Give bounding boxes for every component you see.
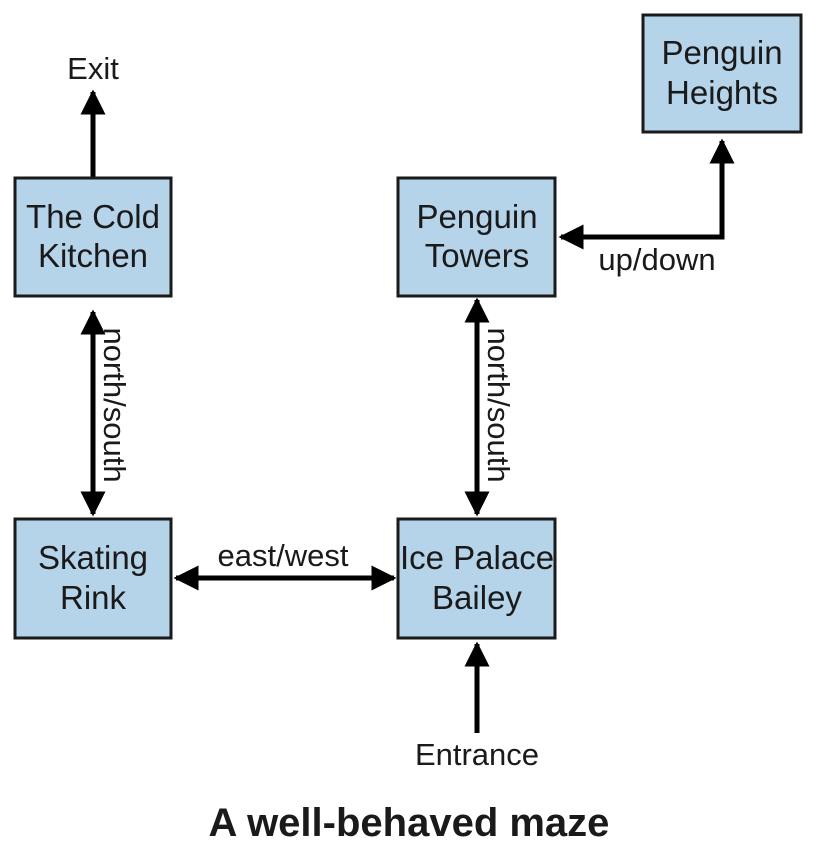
north-south-left-label: north/south [97,327,132,482]
room-ice-palace-line-1: Ice Palace [400,539,554,576]
room-penguin-heights-line-2: Heights [666,74,778,111]
room-cold-kitchen: The Cold Kitchen [13,176,173,298]
entrance-label: Entrance [415,737,539,772]
room-skating-rink: Skating Rink [13,517,173,640]
up-down-label: up/down [598,242,715,277]
east-west-label: east/west [218,538,349,573]
north-south-right-label: north/south [481,327,516,482]
room-ice-palace-line-2: Bailey [432,579,522,616]
room-skating-rink-line-1: Skating [38,539,148,576]
diagram-caption: A well-behaved maze [209,801,610,845]
exit-label: Exit [67,51,119,86]
room-penguin-heights: Penguin Heights [641,13,803,134]
room-penguin-towers-line-2: Towers [425,237,530,274]
room-skating-rink-line-2: Rink [60,579,127,616]
room-penguin-towers: Penguin Towers [396,176,557,298]
up-down-arrow [558,138,735,250]
room-cold-kitchen-line-1: The Cold [26,198,160,235]
room-ice-palace-bailey: Ice Palace Bailey [396,517,557,640]
room-cold-kitchen-line-2: Kitchen [38,237,148,274]
room-penguin-towers-line-1: Penguin [416,198,537,235]
room-penguin-heights-line-1: Penguin [661,34,782,71]
